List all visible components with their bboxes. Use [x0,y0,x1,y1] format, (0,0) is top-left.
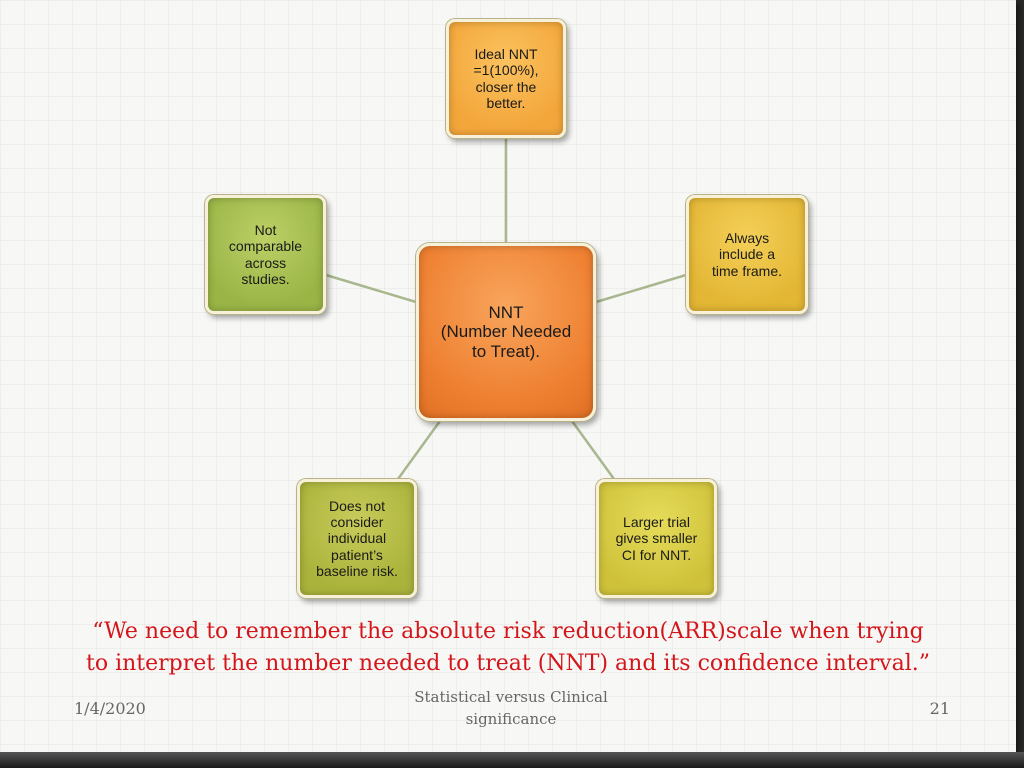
connector-bottom-left [396,420,442,480]
node-time-frame: Always include a time frame. [686,195,808,314]
connector-bottom-right [570,420,616,480]
node-nnt-center: NNT (Number Needed to Treat). [416,243,596,421]
node-larger-trial: Larger trial gives smaller CI for NNT. [596,479,717,598]
quote-text: “We need to remember the absolute risk r… [85,619,930,676]
node-not-comparable: Not comparable across studies. [205,195,326,314]
footer-page-number: 21 [929,699,950,718]
connector-lines [325,138,687,480]
connector-right [595,273,687,304]
node-baseline-risk: Does not consider individual patient’s b… [297,479,417,598]
node-ideal-nnt: Ideal NNT =1(100%), closer the better. [446,19,566,138]
footer-date: 1/4/2020 [74,699,146,718]
slide-bottom-band [0,752,1024,768]
footer-title: Statistical versus Clinical significance [414,688,608,728]
connector-left [325,273,417,304]
slide: Ideal NNT =1(100%), closer the better. A… [0,0,1016,752]
